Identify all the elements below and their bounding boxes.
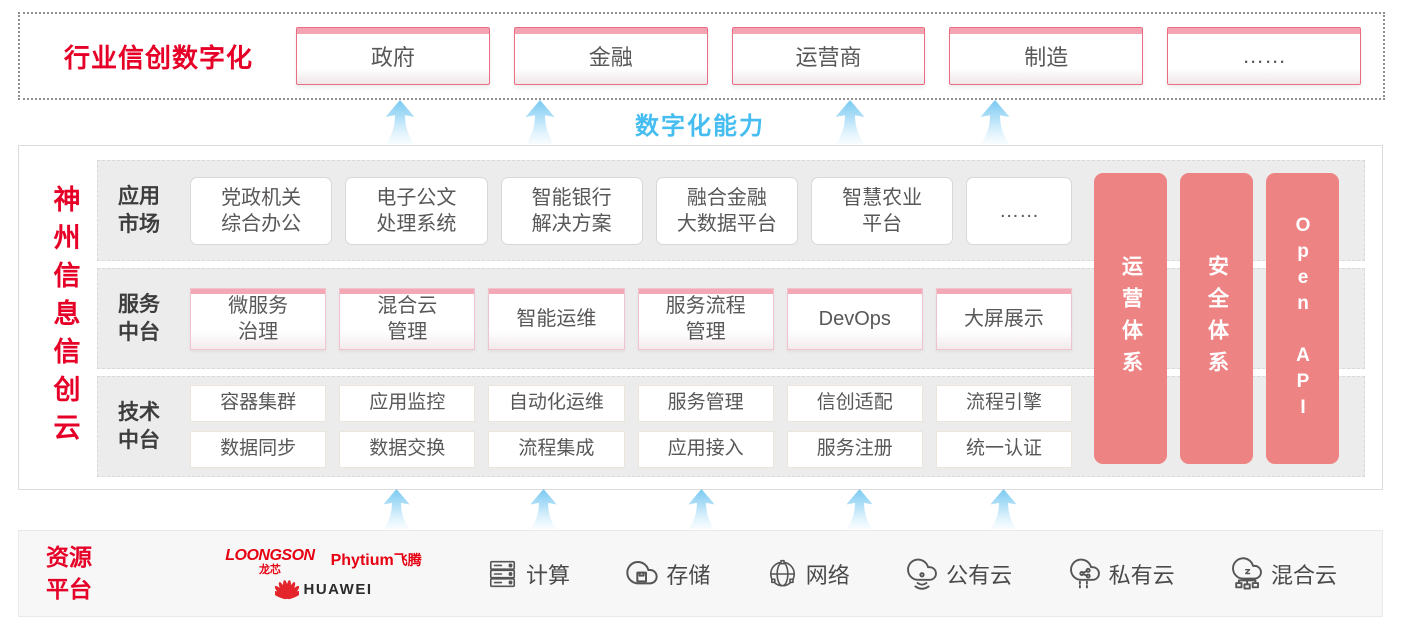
- app-card: 智能银行 解决方案: [500, 176, 643, 245]
- industry-card-finance: 金融: [513, 27, 708, 85]
- resource-item-compute: 计算: [486, 558, 570, 590]
- network-icon: [769, 559, 795, 587]
- huawei-logo: HUAWEI: [274, 579, 373, 600]
- app-card-more: ……: [966, 176, 1073, 245]
- resource-item-storage: 存储: [625, 558, 710, 590]
- tech-card: 应用监控: [339, 385, 476, 422]
- service-card: 服务流程 管理: [637, 287, 774, 350]
- compute-icon: [489, 560, 516, 587]
- app-card: 党政机关 综合办公: [190, 176, 333, 245]
- up-arrow-icon: [385, 100, 415, 144]
- tech-card: 流程引擎: [935, 385, 1073, 422]
- bar-operation-system: 运营体系: [1094, 173, 1167, 464]
- vendor-logos: LOONGSON 龙芯 Phytium飞腾 HUAWE: [216, 546, 431, 600]
- hybrid-cloud-icon: [1232, 557, 1262, 590]
- resource-item-hybrid-cloud: 混合云: [1230, 557, 1337, 590]
- loongson-logo: LOONGSON 龙芯: [225, 546, 315, 576]
- service-card: 智能运维: [488, 287, 625, 350]
- tech-card: 数据同步: [190, 431, 327, 468]
- industry-card-operator: 运营商: [731, 27, 926, 85]
- app-card: 电子公文 处理系统: [345, 176, 488, 245]
- resource-item-public-cloud: 公有云: [905, 557, 1012, 590]
- platform-box: 神州信息信创云 应用 市场 党政机关 综合办公 电子公文 处理系统 智能银行 解…: [18, 145, 1383, 490]
- huawei-flower-icon: [274, 579, 299, 599]
- capability-band: 数字化能力: [0, 100, 1402, 145]
- storage-icon: [626, 560, 659, 584]
- resource-item-network: 网络: [766, 558, 850, 590]
- up-arrow-icon: [835, 100, 865, 144]
- bar-security-system: 安全体系: [1180, 173, 1253, 464]
- private-cloud-icon: [1069, 558, 1100, 589]
- industry-band-title: 行业信创数字化: [64, 42, 254, 73]
- tech-card: 自动化运维: [488, 385, 625, 422]
- platform-rows: 应用 市场 党政机关 综合办公 电子公文 处理系统 智能银行 解决方案 融合金融…: [97, 160, 1365, 477]
- service-card: 大屏展示: [935, 287, 1073, 350]
- service-card: 混合云 管理: [339, 287, 476, 350]
- tech-card: 服务管理: [637, 385, 774, 422]
- tech-card: 容器集群: [190, 385, 327, 422]
- up-arrow-icon: [530, 489, 557, 529]
- up-arrow-icon: [846, 489, 873, 529]
- row-label-service: 服务 中台: [118, 293, 160, 344]
- row-label-tech: 技术 中台: [118, 401, 160, 452]
- platform-title: 神州信息信创云: [49, 184, 80, 451]
- tech-card: 信创适配: [786, 385, 923, 422]
- phytium-logo: Phytium飞腾: [330, 551, 422, 569]
- industry-card-government: 政府: [296, 27, 490, 85]
- row-label-app-market: 应用 市场: [118, 185, 160, 236]
- bar-open-api: Open API: [1266, 173, 1339, 464]
- capability-label: 数字化能力: [635, 113, 765, 140]
- up-arrow-icon: [525, 100, 555, 144]
- resource-panel: 资源 平台 LOONGSON 龙芯 Phytium飞腾: [18, 530, 1383, 617]
- industry-band: 行业信创数字化 政府 金融 运营商 制造 ……: [18, 12, 1385, 100]
- app-card: 智慧农业 平台: [811, 176, 954, 245]
- up-arrow-icon: [688, 489, 715, 529]
- row-tech-platform: 技术 中台 容器集群 应用监控 自动化运维 服务管理 信创适配 流程引擎 数据同…: [97, 376, 1365, 477]
- up-arrow-icon: [980, 100, 1010, 144]
- industry-card-more: ……: [1167, 27, 1361, 85]
- tech-card: 数据交换: [339, 431, 476, 468]
- resource-arrow-band: [0, 489, 1402, 530]
- public-cloud-icon: [907, 558, 938, 590]
- tech-card: 统一认证: [935, 431, 1073, 468]
- service-card: DevOps: [786, 287, 923, 350]
- up-arrow-icon: [990, 489, 1017, 529]
- resource-panel-title: 资源 平台: [46, 544, 92, 602]
- tech-card: 流程集成: [488, 431, 625, 468]
- resource-items: 计算 存储 网络: [486, 557, 1337, 590]
- tech-card: 服务注册: [786, 431, 923, 468]
- vertical-bars: 运营体系 安全体系 Open API: [1094, 173, 1339, 464]
- tech-card: 应用接入: [637, 431, 774, 468]
- resource-item-private-cloud: 私有云: [1068, 557, 1175, 590]
- app-card: 融合金融 大数据平台: [655, 176, 798, 245]
- service-card: 微服务 治理: [190, 287, 327, 350]
- up-arrow-icon: [383, 489, 410, 529]
- industry-card-manufacturing: 制造: [949, 27, 1144, 85]
